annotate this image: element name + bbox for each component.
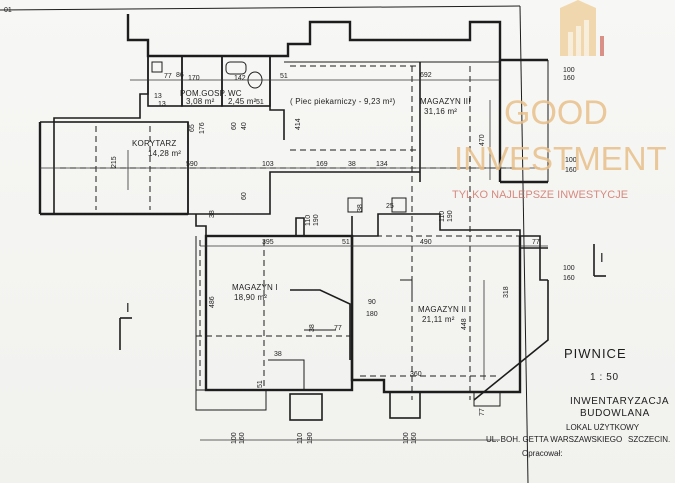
piec-label: ( Piec piekarniczy - 9,23 m²) [290,97,396,106]
title-address: UL. BOH. GETTA WARSZAWSKIEGO [486,435,622,444]
pom-gosp-area: 3,08 m² [186,97,215,106]
watermark-logo-icon [560,0,604,56]
dim-vert-2: 414 [295,118,302,130]
dim-upper-7: 160 [565,167,577,174]
dim-mid-2: 60 [241,192,248,200]
title-author-label: Opracował: [522,449,562,458]
dim-small-3: 77 [164,73,172,80]
magazyn-2-area: 21,11 m² [422,315,455,324]
dim-lowmisc-2: 318 [503,286,510,298]
title-line-2: BUDOWLANA [580,408,650,419]
dim-lower-3: 490 [420,239,432,246]
watermark-line-2: INVESTMENT [454,140,667,177]
section-mark-left-label: I [126,300,131,315]
wc-area: 2,45 m² [228,97,257,106]
dim-bottom-4: 190 [307,432,314,444]
corner-mark: 01 [4,7,12,14]
dim-small-2: 13 [158,101,166,108]
sheet-right-edge [519,5,529,483]
dim-bottom-5: 100 [403,432,410,444]
dim-lowmisc-10: 51 [257,380,264,388]
dim-vert-5: 176 [199,122,206,134]
dashed-axes [60,65,520,400]
magazyn-2-label: MAGAZYN II [418,305,466,314]
magazyn-2-walls [350,235,549,419]
dim-mid-3: 110 [305,215,312,226]
dim-lowmisc-7: 77 [334,325,342,332]
dim-top-5: 692 [420,72,432,79]
dim-top-3: 142 [234,75,246,82]
dim-top-4: 51 [280,73,288,80]
title-heading: PIWNICE [564,346,627,361]
dim-vert-3: 470 [479,134,486,146]
magazyn-1-walls [195,234,354,421]
dim-small-4: 51 [256,99,264,106]
dim-lowmisc-6: 38 [309,324,316,332]
dim-vert-7: 40 [241,122,248,130]
dim-upper-2: 103 [262,161,274,168]
dim-upper-3: 169 [316,161,328,168]
title-city: SZCZECIN. [628,435,670,444]
magazyn-1-area: 18,90 m² [234,293,267,302]
dim-small-1: 13 [154,93,162,100]
section-mark-right-label: I [600,250,605,265]
dim-mid-1: 38 [209,210,216,218]
dimension-lines [40,79,548,441]
dim-lowmisc-3: 448 [461,318,468,330]
fixture-box-icon [151,61,163,73]
dim-top-1: 86 [176,72,184,79]
sheet-top-edge [0,5,521,11]
dim-lowmisc-1: 486 [209,296,216,308]
dim-lower-4: 77 [532,239,540,246]
dim-lower-2: 51 [342,239,350,246]
dim-lowmisc-9: 360 [410,371,422,378]
korytarz-area: 14,28 m² [148,149,181,158]
dim-vert-1: 215 [111,156,118,168]
magazyn-3-label: MAGAZYN III [420,97,471,106]
dim-lowmisc-4: 90 [368,299,376,306]
dim-bottom-6: 160 [411,432,418,444]
dim-bottom-2: 160 [239,432,246,444]
section-mark-left [119,317,132,350]
watermark-tagline: TYLKO NAJLEPSZE INWESTYCJE [452,189,628,201]
dim-upper-5: 134 [376,161,388,168]
magazyn-3-area: 31,16 m² [424,107,457,116]
pom-gosp-label: POM.GOSP. [180,89,227,98]
watermark-line-1: GOOD [504,94,608,132]
dim-lowmisc-5: 180 [366,311,378,318]
section-mark-right [593,244,606,277]
dim-vert-4: 65 [189,124,196,132]
dim-top-2: 170 [188,75,200,82]
dim-top-6: 100 [563,67,575,74]
dim-lower-6: 160 [563,275,575,282]
dim-mid-4: 190 [313,214,320,226]
dim-lowmisc-11: 77 [479,408,486,416]
middle-walls [195,197,548,249]
dim-upper-4: 38 [348,161,356,168]
korytarz-label: KORYTARZ [132,139,176,148]
dim-mid-6: 25 [386,203,394,210]
dim-lowmisc-8: 38 [274,351,282,358]
wc-label: WC [228,89,242,98]
dim-bottom-1: 100 [231,432,238,444]
dim-upper-1: 590 [186,161,198,168]
dim-mid-5: 38 [357,204,364,212]
magazyn-1-label: MAGAZYN I [232,283,278,292]
dim-mid-8: 190 [447,210,454,222]
dim-upper-6: 100 [565,157,577,164]
dim-lower-1: 395 [262,239,274,246]
sink-icon [225,61,247,75]
dim-top-7: 160 [563,75,575,82]
dim-mid-7: 110 [439,211,446,222]
title-scale: 1 : 50 [590,372,619,383]
title-line-3: LOKAL UŻYTKOWY [566,423,640,432]
dim-lower-5: 100 [563,265,575,272]
dim-vert-6: 60 [231,122,238,130]
dim-bottom-3: 110 [297,433,304,444]
title-line-1: INWENTARYZACJA [570,396,669,407]
